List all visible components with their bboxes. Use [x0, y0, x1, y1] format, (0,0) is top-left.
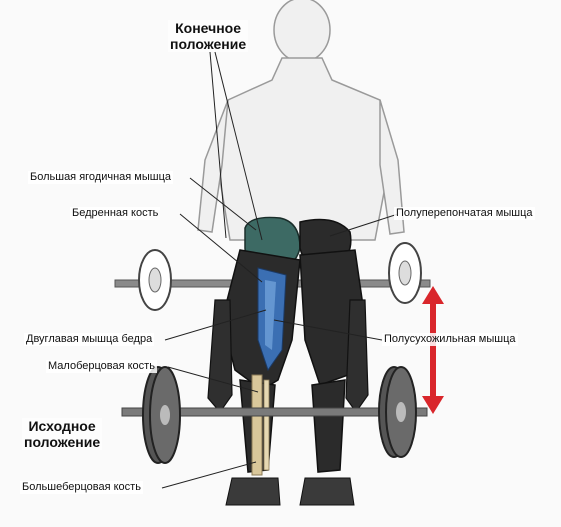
- lower-barbell: [121, 366, 428, 464]
- label-femur: Бедренная кость: [70, 207, 161, 220]
- label-gluteus-maximus: Большая ягодичная мышца: [28, 171, 174, 184]
- label-semimembranosus: Полуперепончатая мышца: [394, 207, 535, 220]
- left-leg: [221, 249, 301, 506]
- leader-lines: [161, 51, 399, 489]
- arms: [207, 299, 369, 414]
- label-biceps-femoris: Двуглавая мышца бедра: [24, 333, 155, 346]
- movement-arrow: [422, 286, 444, 414]
- label-semitendinosus: Полусухожильная мышца: [382, 333, 518, 346]
- label-fibula: Малоберцовая кость: [46, 360, 157, 373]
- label-tibia: Большеберцовая кость: [20, 481, 143, 494]
- upper-body-outline: [197, 0, 405, 241]
- label-final-position: Конечное положение: [168, 20, 249, 52]
- label-start-position: Исходное положение: [22, 418, 103, 450]
